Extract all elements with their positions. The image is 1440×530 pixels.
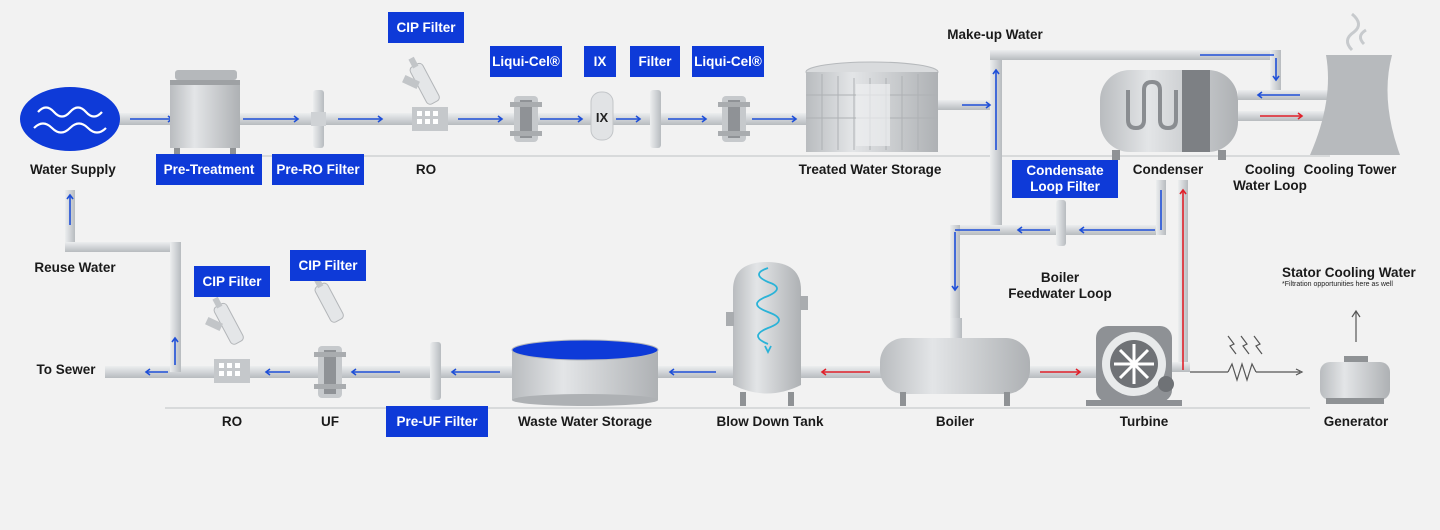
tag-condensate-line-2: Loop Filter xyxy=(1030,179,1100,194)
pre-uf-filter-icon xyxy=(430,342,441,400)
tag-pre-uf-filter: Pre-UF Filter xyxy=(386,406,488,437)
label-waste-water-storage: Waste Water Storage xyxy=(517,414,653,429)
tag-condensate-loop-filter: Condensate Loop Filter xyxy=(1012,160,1118,198)
waste-water-storage-icon xyxy=(511,339,659,406)
treated-water-storage-icon xyxy=(805,61,939,152)
electrical-line-icon xyxy=(1190,309,1361,383)
label-turbine: Turbine xyxy=(1119,414,1169,429)
label-boiler: Boiler xyxy=(935,414,975,429)
label-uf: UF xyxy=(321,414,339,429)
blow-down-tank-icon xyxy=(726,262,808,406)
water-supply-icon xyxy=(20,87,120,151)
label-stator-cooling-water: Stator Cooling Water xyxy=(1282,265,1416,280)
pre-ro-filter-icon xyxy=(311,90,326,148)
flow-arrows-bottom xyxy=(144,368,1082,376)
tag-liqui-cel-1: Liqui-Cel® xyxy=(490,46,562,77)
tag-cip-filter-top: CIP Filter xyxy=(388,12,464,43)
label-stator-note: *Filtration opportunities here as well xyxy=(1282,281,1393,288)
tag-ix: IX xyxy=(584,46,616,77)
flow-arrows-reuse xyxy=(66,193,179,365)
liqui-cel-1-icon xyxy=(510,96,542,142)
label-water-supply: Water Supply xyxy=(30,162,116,177)
label-blow-down-tank: Blow Down Tank xyxy=(716,414,824,429)
tag-cip-filter-right: CIP Filter xyxy=(290,250,366,281)
label-boiler-feedwater-1: Boiler xyxy=(1040,270,1080,285)
condenser-icon xyxy=(1100,70,1238,160)
condensate-filter-icon xyxy=(1056,200,1066,246)
label-treated-water-storage: Treated Water Storage xyxy=(798,162,942,177)
label-ro-bottom: RO xyxy=(221,414,243,429)
boiler-icon xyxy=(880,318,1030,406)
ro-bottom-icon xyxy=(205,296,250,383)
ro-top-icon xyxy=(402,56,448,131)
cooling-tower-icon xyxy=(1310,12,1400,155)
tag-condensate-line-1: Condensate xyxy=(1026,163,1104,178)
label-cooling-water-loop-1: Cooling xyxy=(1244,162,1296,177)
flow-arrows-makeup xyxy=(962,54,1280,150)
tag-pre-treatment: Pre-Treatment xyxy=(156,154,262,185)
label-to-sewer: To Sewer xyxy=(36,362,96,377)
tag-filter: Filter xyxy=(630,46,680,77)
label-reuse-water: Reuse Water xyxy=(34,260,116,275)
label-ro-top: RO xyxy=(415,162,437,177)
label-boiler-feedwater-2: Feedwater Loop xyxy=(1008,286,1112,301)
tag-pre-ro-filter: Pre-RO Filter xyxy=(272,154,364,185)
label-cooling-water-loop-2: Water Loop xyxy=(1233,178,1307,193)
flow-arrows-steam xyxy=(1179,188,1187,370)
uf-icon xyxy=(313,276,346,398)
tag-cip-filter-left: CIP Filter xyxy=(194,266,270,297)
label-makeup-water: Make-up Water xyxy=(947,27,1043,42)
label-cooling-tower: Cooling Tower xyxy=(1303,162,1397,177)
label-generator: Generator xyxy=(1323,414,1389,429)
label-condenser: Condenser xyxy=(1132,162,1204,177)
turbine-icon xyxy=(1086,326,1182,406)
ix-column-icon: IX xyxy=(590,91,614,141)
tag-liqui-cel-2: Liqui-Cel® xyxy=(692,46,764,77)
pre-treatment-tank-icon xyxy=(170,70,240,160)
liqui-cel-2-icon xyxy=(718,96,750,142)
generator-icon xyxy=(1320,356,1390,404)
flow-arrows-condensate xyxy=(951,190,1162,292)
svg-text:IX: IX xyxy=(596,110,609,125)
filter-cartridge-icon xyxy=(650,90,661,148)
